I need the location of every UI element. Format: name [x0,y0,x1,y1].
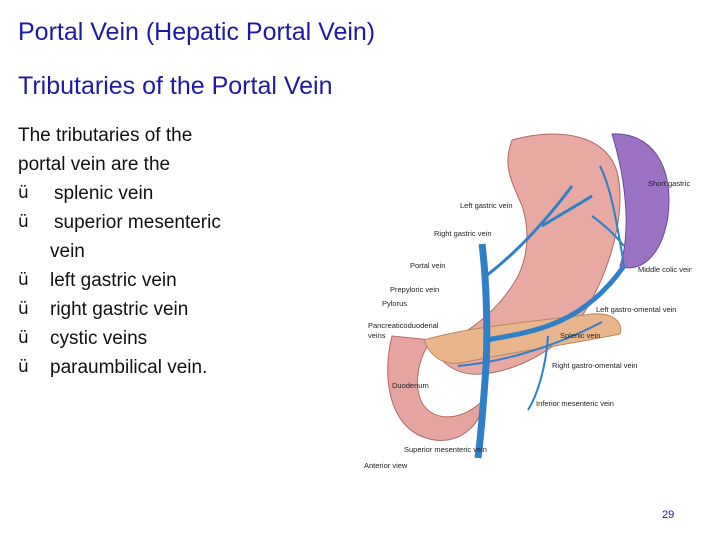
short-gastric-vein-shape [591,165,625,267]
label-prepyloric: Prepyloric vein [390,285,439,294]
list-item: ü splenic vein [18,179,348,208]
label-pancreaticoduodenal-2: veins [368,331,386,340]
label-portal-vein: Portal vein [410,261,445,270]
inferior-mesenteric-vein-shape [527,335,549,411]
pancreas-shape [423,313,622,364]
label-pancreaticoduodenal-1: Pancreaticoduodenal [368,321,439,330]
list-item: ü right gastric vein [18,295,348,324]
label-middle-colic: Middle colic vein [638,265,692,274]
checkmark-icon: ü [18,328,29,348]
spleen-shape [611,133,670,269]
label-duodenum: Duodenum [392,381,429,390]
list-item-continuation: vein [50,241,85,262]
gastro-omental-vein-shape [457,321,603,367]
label-superior-mesenteric: Superior mesenteric vein [404,445,487,454]
list-item-label: paraumbilical vein. [50,357,208,378]
label-pylorus: Pylorus [382,299,407,308]
slide-title: Portal Vein (Hepatic Portal Vein) [18,18,376,46]
list-item-label: cystic veins [50,328,148,349]
list-item: ü left gastric vein [18,266,348,295]
intro-line-2: portal vein are the [18,154,171,175]
label-right-gastric: Right gastric vein [434,229,492,238]
label-left-gastric: Left gastric vein [460,201,513,210]
list-item: ü paraumbilical vein. [18,353,348,382]
list-item-label: right gastric vein [50,299,189,320]
label-left-gastro-omental: Left gastro-omental vein [596,305,676,314]
checkmark-icon: ü [18,212,29,232]
checkmark-icon: ü [18,299,29,319]
list-item: ü superior mesenteric vein [18,208,348,266]
page-number: 29 [662,509,675,521]
splenic-vein-shape [485,264,627,343]
body-text: The tributaries of the portal vein are t… [18,121,348,382]
label-view: Anterior view [364,461,408,470]
label-short-gastric: Short gastric vein [648,179,692,188]
label-splenic-vein: Splenic vein [560,331,600,340]
portal-vein-shape [474,243,491,459]
checkmark-icon: ü [18,357,29,377]
checkmark-icon: ü [18,270,29,290]
portal-vein-illustration: Short gastric vein Left gastric vein Rig… [362,126,692,472]
list-item: ü cystic veins [18,324,348,353]
tributary-list: ü splenic vein ü superior mesenteric vei… [18,179,348,382]
intro-line-1: The tributaries of the [18,125,193,146]
list-item-label: superior mesenteric [54,212,221,233]
list-item-label: splenic vein [54,183,154,204]
list-item-label: left gastric vein [50,270,177,291]
anatomy-diagram: Short gastric vein Left gastric vein Rig… [364,133,692,470]
label-inferior-mesenteric: Inferior mesenteric vein [536,399,614,408]
label-right-gastro-omental: Right gastro-omental vein [552,361,637,370]
slide-subtitle: Tributaries of the Portal Vein [18,72,333,100]
left-gastric-vein-shape [485,185,593,278]
checkmark-icon: ü [18,183,29,203]
